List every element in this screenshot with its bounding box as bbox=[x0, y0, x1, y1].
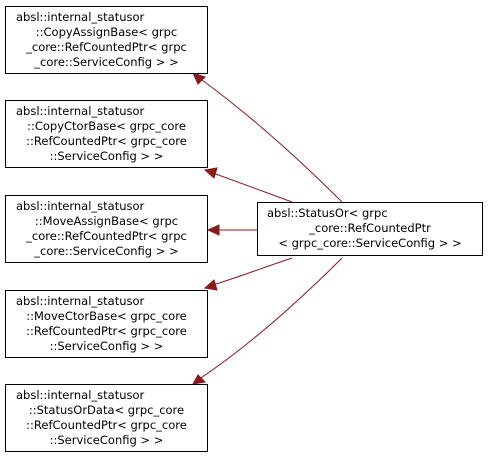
node-line: absl::internal_statusor bbox=[16, 294, 145, 308]
node-line: ::CopyCtorBase< grpc_core bbox=[27, 119, 186, 133]
node-line: _core::ServiceConfig > > bbox=[33, 55, 178, 69]
edge-move-assign-base bbox=[206, 224, 257, 236]
node-copy-ctor-base[interactable]: absl::internal_statusor ::CopyCtorBase< … bbox=[5, 100, 208, 168]
edge-status-or-data bbox=[192, 257, 343, 385]
node-status-or[interactable]: absl::StatusOr< grpc _core::RefCountedPt… bbox=[257, 202, 483, 256]
node-line: ::RefCountedPtr< grpc_core bbox=[26, 418, 187, 432]
node-line: _core::ServiceConfig > > bbox=[33, 244, 178, 258]
node-line: < grpc_core::ServiceConfig > > bbox=[278, 236, 461, 250]
node-line: _core::RefCountedPtr bbox=[308, 221, 431, 235]
node-line: ::MoveAssignBase< grpc bbox=[35, 214, 178, 228]
node-copy-assign-base[interactable]: absl::internal_statusor ::CopyAssignBase… bbox=[5, 6, 208, 74]
edge-copy-assign-base bbox=[192, 72, 343, 203]
node-move-assign-base[interactable]: absl::internal_statusor ::MoveAssignBase… bbox=[5, 195, 208, 263]
node-line: ::RefCountedPtr< grpc_core bbox=[26, 134, 187, 148]
node-line: _core::RefCountedPtr< grpc bbox=[25, 229, 187, 243]
edge-move-ctor-base bbox=[203, 257, 293, 291]
node-line: ::CopyAssignBase< grpc bbox=[36, 25, 178, 39]
node-line: absl::internal_statusor bbox=[16, 10, 145, 24]
node-line: ::RefCountedPtr< grpc_core bbox=[26, 324, 187, 338]
node-line: ::StatusOrData< grpc_core bbox=[29, 403, 184, 417]
node-line: absl::internal_statusor bbox=[16, 388, 145, 402]
edge-copy-ctor-base bbox=[203, 167, 293, 203]
node-line: ::ServiceConfig > > bbox=[50, 339, 164, 353]
node-line: ::ServiceConfig > > bbox=[50, 433, 164, 447]
node-line: absl::internal_statusor bbox=[16, 199, 145, 213]
node-line: _core::RefCountedPtr< grpc bbox=[25, 40, 187, 54]
node-line: ::ServiceConfig > > bbox=[50, 149, 164, 163]
node-line: ::MoveCtorBase< grpc_core bbox=[26, 309, 187, 323]
node-move-ctor-base[interactable]: absl::internal_statusor ::MoveCtorBase< … bbox=[5, 290, 208, 358]
node-line: absl::StatusOr< grpc bbox=[267, 206, 388, 220]
node-status-or-data[interactable]: absl::internal_statusor ::StatusOrData< … bbox=[5, 384, 208, 452]
node-line: absl::internal_statusor bbox=[16, 104, 145, 118]
